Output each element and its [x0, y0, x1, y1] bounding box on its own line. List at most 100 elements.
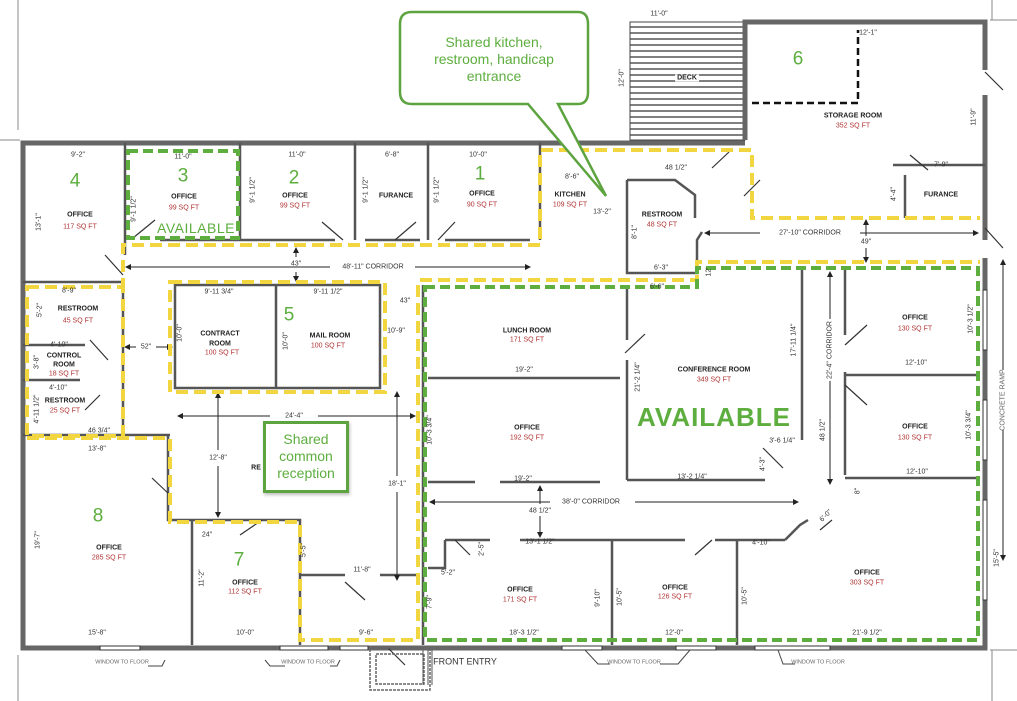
room-label: ROOM: [53, 361, 75, 369]
dimension: 12'-0": [618, 69, 626, 87]
dimension: 10'-3 3/4": [426, 415, 434, 445]
dimension: 9'-1 1/2": [249, 177, 257, 203]
dimension: 13'-1": [35, 213, 43, 231]
dimension: 6'-6": [650, 283, 664, 291]
dimension: 5'-2": [441, 569, 455, 577]
room-area: 109 SQ FT: [552, 201, 588, 209]
available-label-large: AVAILABLE: [637, 402, 791, 432]
unit-number: 6: [792, 48, 804, 70]
dimension: 11'-0": [650, 10, 668, 18]
front-entry-lines: [422, 650, 433, 685]
window-label: WINDOW TO FLOOR: [607, 659, 661, 666]
dimension: 8'-1": [631, 225, 639, 239]
dimension: 11'-9": [970, 108, 978, 126]
unit-number: 1: [474, 163, 486, 185]
room-label: FURANCE: [378, 192, 414, 200]
room-area: 99 SQ FT: [168, 204, 200, 212]
dimension: 15'-8": [88, 629, 106, 637]
dimension: 19'-2": [515, 366, 533, 374]
windows: [99, 289, 988, 651]
front-entry-steps: [369, 647, 431, 691]
room-label: OFFICE: [171, 193, 197, 201]
dimension: 12'-10": [905, 359, 927, 367]
dimension: 18'-3 1/2": [509, 629, 539, 637]
unit-number: 8: [92, 505, 104, 527]
dimension: 11'-8": [353, 566, 371, 574]
dimension: 4'-10": [752, 539, 770, 547]
room-label: OFFICE: [232, 579, 258, 587]
dimension: 10'-9": [387, 327, 405, 335]
storage-partition: [752, 30, 860, 105]
room-label: DECK: [675, 74, 699, 82]
corridor-dimension: 48'-11" CORRIDOR: [340, 263, 406, 271]
dimension: 43": [290, 260, 302, 268]
window-leaders: [148, 649, 795, 667]
available-area-outline: [126, 149, 980, 642]
dimension: 52": [140, 343, 152, 351]
room-area: 349 SQ FT: [696, 376, 732, 384]
dimension: 13'-8": [88, 445, 106, 453]
room-label: OFFICE: [902, 314, 928, 322]
dimension: 8'-6": [565, 173, 579, 181]
dimension: 9'-1 1/2": [130, 196, 138, 222]
dimension: 15'-5": [993, 549, 1001, 567]
dimension: 8'-9": [62, 287, 76, 295]
dimension: 5'-2": [36, 303, 44, 317]
shared-area-outline: [25, 148, 980, 642]
room-label: RE: [251, 464, 261, 472]
dimension: 7'-9": [934, 161, 948, 169]
front-entry-label: FRONT ENTRY: [433, 656, 497, 667]
room-area: 130 SQ FT: [897, 434, 933, 442]
kitchen-callout: Shared kitchen, restroom, handicap entra…: [400, 34, 588, 85]
room-label: CONTRACT: [200, 330, 240, 338]
callout-line: restroom, handicap: [434, 51, 554, 67]
dimension: 11'-2": [198, 569, 206, 587]
room-area: 192 SQ FT: [509, 434, 545, 442]
dimension: 21'-9 1/2": [852, 629, 882, 637]
dimension: 13'-2": [593, 208, 611, 216]
room-area: 112 SQ FT: [228, 588, 262, 596]
dimension: 19'-7": [34, 531, 42, 549]
room-label: OFFICE: [514, 424, 540, 432]
dimension: 48 1/2": [529, 507, 551, 515]
dimension: 2'-5": [478, 542, 486, 556]
room-label: OFFICE: [507, 586, 533, 594]
room-label: KITCHEN: [554, 191, 586, 199]
room-area: 90 SQ FT: [466, 201, 498, 209]
concrete-ramp-label: CONCRETE RAMP: [999, 369, 1007, 431]
room-label: OFFICE: [469, 190, 495, 198]
room-area: 117 SQ FT: [63, 223, 97, 231]
room-label: OFFICE: [902, 423, 928, 431]
callout-line: common: [279, 448, 333, 464]
dimension: 43": [399, 297, 411, 305]
room-label: OFFICE: [67, 211, 93, 219]
dimension: 18'-1": [388, 480, 406, 488]
room-area: 100 SQ FT: [310, 342, 346, 350]
room-area: 285 SQ FT: [91, 554, 127, 562]
dimension: 19'-2": [514, 475, 532, 483]
room-area: 99 SQ FT: [279, 202, 311, 210]
dimension: 10'-3 1/2": [967, 304, 975, 334]
dimension: 10'-0": [236, 629, 254, 637]
callout-line: Shared kitchen,: [445, 34, 543, 50]
dimension: 3'-8": [33, 355, 41, 369]
reception-callout-text: Shared common reception: [266, 431, 346, 482]
room-area: 45 SQ FT: [62, 317, 94, 325]
dimension: 7'-9": [426, 595, 434, 609]
unit-number: 7: [233, 549, 245, 571]
unit-number: 5: [283, 304, 295, 326]
room-area: 171 SQ FT: [502, 596, 538, 604]
room-label: FURANCE: [923, 191, 959, 199]
dimension: 4'-10": [49, 384, 67, 392]
dimension: 4'-3": [759, 457, 767, 471]
dimension: 12'-10": [906, 468, 928, 476]
dimension: 24": [201, 531, 213, 539]
dimension: 3'-6 1/4": [769, 437, 795, 445]
dimension: 10'-5": [741, 587, 749, 605]
room-area: 48 SQ FT: [646, 221, 678, 229]
window-label: WINDOW TO FLOOR: [95, 659, 149, 666]
dimension: 48 1/2": [819, 419, 827, 441]
dimension: 21'-2 1/4": [634, 362, 642, 392]
room-label: RESTROOM: [57, 305, 99, 313]
dimension: 13'-2 1/4": [677, 473, 707, 481]
